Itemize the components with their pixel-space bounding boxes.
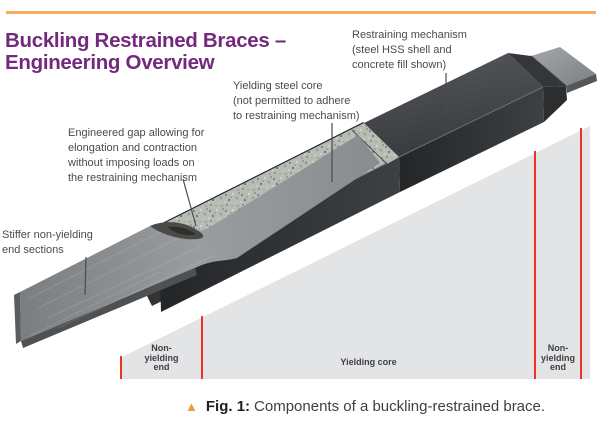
annotation-line: elongation and contraction (68, 142, 198, 154)
page-title-line1: Buckling Restrained Braces – (5, 29, 286, 52)
end-plate-thickness (566, 74, 597, 93)
core-plate-bottom-edge (21, 268, 197, 348)
zone-divider-lines (120, 128, 582, 379)
leader-lines (84, 73, 447, 296)
annotation-line: Stiffer non-yielding (2, 229, 93, 241)
caption-figure-label: Fig. 1: (205, 398, 251, 415)
zone-line: end (549, 362, 566, 372)
plate-striations (27, 229, 216, 337)
zone-line: Yielding core (340, 357, 397, 367)
top-rule (6, 11, 596, 14)
annotation-line: (steel HSS shell and (352, 44, 452, 56)
annotation-line: Engineered gap allowing for (68, 127, 205, 139)
shell-front-face (399, 87, 544, 192)
annotation-line: to restraining mechanism) (233, 110, 360, 122)
annotation-line: (not permitted to adhere (233, 95, 351, 107)
annotation-engineered-gap: Engineered gap allowing for elongation a… (68, 126, 204, 186)
figure-caption: ▲ Fig. 1:Components of a buckling-restrai… (185, 398, 597, 415)
zone-label-nonyielding-right: Non- yielding end (532, 343, 584, 373)
engineered-gap-core (168, 226, 196, 236)
zone-line: Non- (547, 343, 569, 353)
concrete-cross-section (352, 124, 399, 164)
annotation-line: end sections (2, 244, 64, 256)
annotation-stiffer-ends: Stiffer non-yielding end sections (2, 228, 93, 258)
shell-end-front (543, 86, 567, 122)
annotation-line: Yielding steel core (233, 80, 323, 92)
annotation-line: the restraining mechanism (68, 172, 198, 184)
annotation-line: without imposing loads on (68, 157, 195, 169)
end-plate-top (531, 47, 596, 86)
zone-label-nonyielding-left: Non- yielding end (121, 343, 202, 373)
core-plate-end-face (14, 292, 21, 344)
annotation-line: concrete fill shown) (352, 59, 447, 71)
annotation-line: Restraining mechanism (352, 29, 467, 41)
shell-near-wall (160, 157, 400, 312)
caption-text: Components of a buckling-restrained brac… (254, 398, 546, 415)
zone-line: Non- (151, 343, 172, 353)
zone-band (120, 126, 590, 379)
zone-line: yielding (540, 352, 575, 363)
shell-top-face (364, 53, 543, 157)
zone-line: yielding (144, 352, 179, 363)
page-title-line2: Engineering Overview (5, 51, 215, 74)
annotation-yielding-steel-core: Yielding steel core (not permitted to ad… (233, 79, 360, 124)
zone-line: end (153, 362, 170, 372)
caption-triangle-icon: ▲ (185, 399, 198, 414)
annotation-restraining-mechanism: Restraining mechanism (steel HSS shell a… (352, 28, 467, 73)
zone-label-yielding-core: Yielding core (202, 357, 535, 368)
end-plate-edge (530, 55, 567, 87)
shell-end-face (508, 53, 566, 87)
shell-front-highlight (398, 86, 544, 158)
page-title: Buckling Restrained Braces – Engineering… (5, 30, 325, 74)
